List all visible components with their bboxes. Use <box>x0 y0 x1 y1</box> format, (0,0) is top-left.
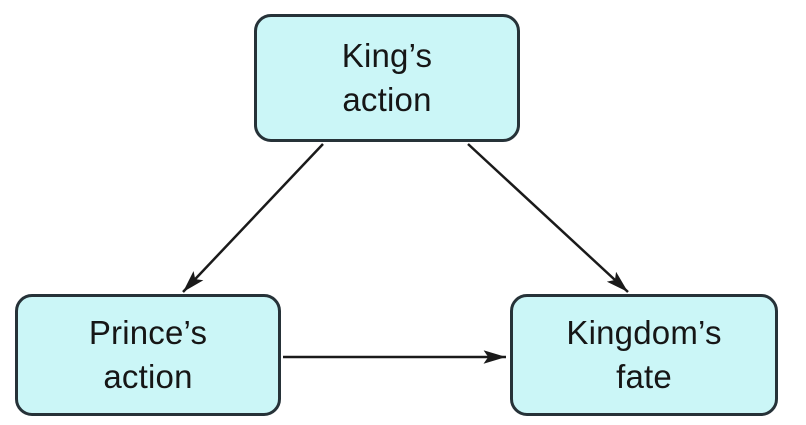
arrow-king-to-kingdom <box>467 143 629 293</box>
node-kings-action: King’s action <box>254 14 520 142</box>
node-label-line: fate <box>616 358 672 395</box>
node-label-line: action <box>103 358 193 395</box>
node-label-line: King’s <box>341 37 433 75</box>
node-label-line: action <box>342 81 432 118</box>
node-label-line: Kingdom’s <box>566 314 722 352</box>
node-kingdoms-fate: Kingdom’s fate <box>510 294 778 416</box>
node-princes-action: Prince’s action <box>15 294 281 416</box>
node-label-line: Prince’s <box>88 314 208 352</box>
arrow-king-to-prince <box>182 143 324 293</box>
